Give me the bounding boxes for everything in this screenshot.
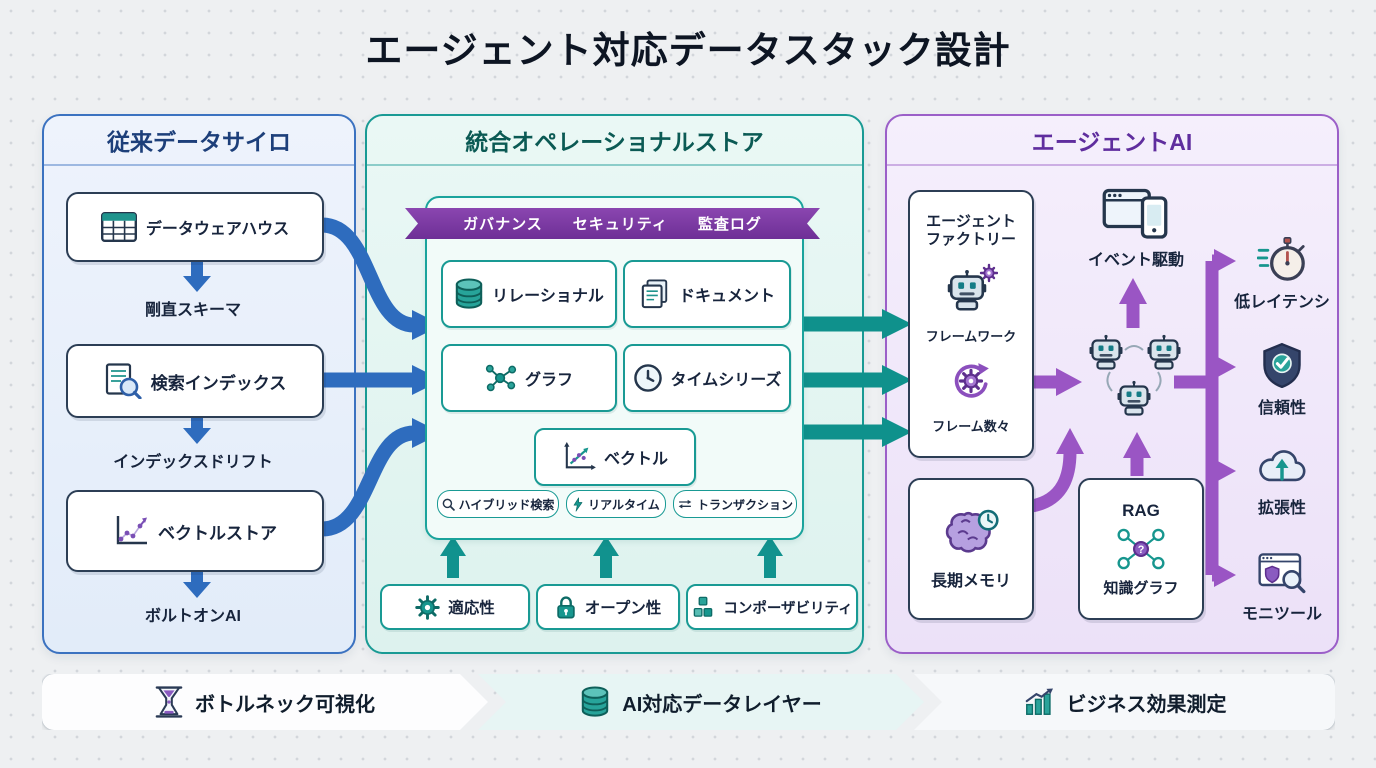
benefit-scalability: 拡張性 — [1230, 448, 1334, 518]
benefit-label: 信頼性 — [1257, 400, 1306, 417]
silo-caption-rigid-schema: 剛直スキーマ — [144, 302, 241, 319]
agent-factory-title: エージェント ファクトリー — [925, 212, 1016, 248]
silo-caption-index-drift: インデックスドリフト — [113, 454, 273, 471]
banner-item-audit-log: 監査ログ — [697, 216, 762, 233]
capability-label: トランザクション — [696, 497, 793, 512]
footer-step-label: AI対応データレイヤー — [622, 693, 822, 716]
agent-factory-box: エージェント ファクトリー フレームワーク フレーム数々 — [908, 190, 1034, 458]
capability-transaction: トランザクション — [673, 490, 797, 518]
vector-axes-icon — [562, 442, 596, 472]
frameworks-label: フレーム数々 — [932, 419, 1010, 435]
banner-item-governance: ガバナンス — [463, 216, 543, 233]
bar-chart-icon — [1023, 688, 1055, 716]
quality-label: オープン性 — [584, 600, 662, 617]
engine-document: ドキュメント — [623, 260, 791, 328]
database-icon — [580, 686, 610, 718]
table-icon — [101, 212, 137, 242]
graph-icon — [485, 364, 517, 392]
capability-label: ハイブリッド検索 — [458, 497, 555, 512]
clock-icon — [633, 363, 663, 393]
framework-label: フレームワーク — [925, 328, 1017, 344]
capability-hybrid-search: ハイブリッド検索 — [437, 490, 559, 518]
quality-label: コンポーザビリティ — [723, 600, 853, 617]
engine-relational: リレーショナル — [441, 260, 617, 328]
monitor-search-icon — [1258, 552, 1306, 594]
gear-sync-icon — [950, 360, 992, 402]
engine-graph: グラフ — [441, 344, 617, 412]
silo-box-label: 検索インデックス — [150, 373, 287, 393]
engine-timeseries: タイムシリーズ — [623, 344, 791, 412]
long-term-memory-box: 長期メモリ — [908, 478, 1034, 620]
benefit-label: 低レイテンシ — [1234, 294, 1330, 311]
capability-realtime: リアルタイム — [566, 490, 666, 518]
benefit-reliability: 信頼性 — [1230, 342, 1334, 418]
engine-label: タイムシリーズ — [670, 372, 782, 389]
silo-box-data-warehouse: データウェアハウス — [66, 192, 324, 262]
quality-composability: コンポーザビリティ — [686, 584, 858, 630]
rag-title: RAG — [1122, 500, 1160, 520]
diagram-title: エージェント対応データスタック設計 — [365, 30, 1011, 71]
cubes-icon — [691, 596, 715, 619]
benefit-label: モニツール — [1241, 606, 1322, 623]
shield-check-icon — [1262, 342, 1302, 388]
footer-step-bottleneck: ボトルネック可視化 — [42, 674, 488, 730]
window-phone-icon — [1102, 186, 1168, 240]
benefit-label: 拡張性 — [1257, 500, 1306, 517]
panel-agent-ai-title: エージェントAI — [887, 116, 1337, 166]
swap-arrows-icon — [677, 498, 693, 510]
footer-step-ai-data-layer: AI対応データレイヤー — [478, 674, 924, 730]
banner-item-security: セキュリティ — [572, 216, 668, 233]
silo-caption-bolt-on-ai: ボルトオンAI — [144, 608, 241, 625]
memory-label: 長期メモリ — [930, 573, 1011, 590]
knowledge-graph-icon — [1115, 526, 1167, 572]
brain-clock-icon — [942, 507, 1000, 557]
robot-gear-icon — [946, 264, 998, 311]
search-document-icon — [104, 363, 142, 399]
silo-box-label: データウェアハウス — [145, 221, 290, 238]
rag-knowledge-graph-box: RAG 知識グラフ — [1078, 478, 1204, 620]
footer-step-business-impact: ビジネス効果測定 — [914, 674, 1335, 730]
event-driven-label: イベント駆動 — [1087, 252, 1184, 269]
database-icon — [454, 278, 484, 310]
lock-icon — [555, 594, 577, 620]
engine-label: リレーショナル — [492, 288, 604, 305]
benefit-monitoring-tool: モニツール — [1230, 552, 1334, 624]
lightning-icon — [572, 497, 584, 512]
quality-openness: オープン性 — [536, 584, 680, 630]
rag-label: 知識グラフ — [1103, 579, 1179, 597]
magnifier-icon — [442, 498, 455, 511]
quality-label: 適応性 — [448, 600, 495, 617]
engine-label: ドキュメント — [678, 288, 775, 305]
silo-box-label: ベクトルストア — [158, 523, 277, 543]
benefit-low-latency: 低レイテンシ — [1230, 236, 1334, 312]
engine-vector: ベクトル — [534, 428, 696, 486]
funnel-icon — [155, 685, 183, 719]
documents-icon — [639, 279, 671, 309]
gear-icon — [415, 595, 440, 620]
engine-label: グラフ — [524, 372, 573, 389]
silo-box-search-index: 検索インデックス — [66, 344, 324, 418]
footer-step-label: ボトルネック可視化 — [195, 693, 375, 716]
panel-operational-store-title: 統合オペレーショナルストア — [367, 116, 862, 166]
stopwatch-icon — [1257, 236, 1307, 282]
quality-adaptability: 適応性 — [380, 584, 530, 630]
footer-step-label: ビジネス効果測定 — [1066, 693, 1227, 716]
capability-label: リアルタイム — [588, 497, 660, 512]
silo-box-vector-store: ベクトルストア — [66, 490, 324, 572]
cloud-icon — [1257, 448, 1307, 488]
scatter-plot-icon — [113, 514, 149, 548]
governance-banner: ガバナンス セキュリティ 監査ログ — [405, 208, 820, 239]
panel-legacy-silos-title: 従来データサイロ — [44, 116, 354, 166]
engine-label: ベクトル — [603, 451, 668, 468]
